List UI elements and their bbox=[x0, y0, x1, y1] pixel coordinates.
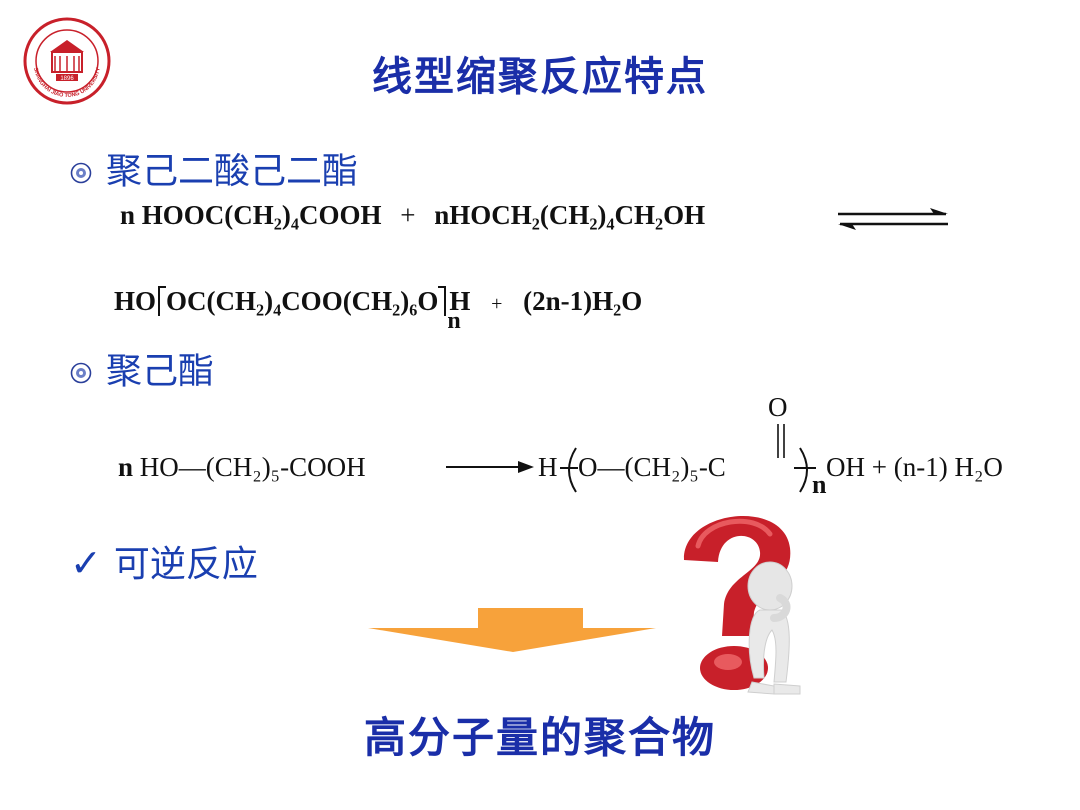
page-title: 线型缩聚反应特点 bbox=[372, 54, 708, 100]
check-item: ✓ 可逆反应 bbox=[70, 535, 258, 587]
equation-2-reactant: n HO—(CH₂)₅-COOH bbox=[118, 452, 366, 483]
coef-n: n bbox=[434, 200, 450, 230]
down-arrow-icon bbox=[368, 608, 656, 652]
equation-2-product: H bbox=[538, 452, 558, 483]
university-seal-icon: 1896 SHANGHAI JIAO TONG UNIVERSITY bbox=[23, 17, 111, 105]
coef-n: n bbox=[118, 452, 134, 482]
coef-n: n bbox=[120, 200, 136, 230]
reaction-arrow-icon bbox=[446, 461, 534, 473]
equation-1-reactants: n HOOC(CH₂)₄COOH + nHOCH₂(CH₂)₄CH₂OH bbox=[120, 200, 705, 231]
byproduct-water: (2n-1)H₂O bbox=[523, 286, 643, 316]
conclusion-text: 高分子量的聚合物 bbox=[363, 713, 716, 762]
product-h: H bbox=[538, 452, 558, 482]
repeat-unit: O—(CH₂)₅-C bbox=[578, 452, 726, 483]
double-bond-icon bbox=[777, 424, 785, 458]
checkmark-icon: ✓ bbox=[70, 541, 102, 585]
check-item-text: 可逆反应 bbox=[113, 544, 258, 585]
bullet-text: 聚己二酸己二酯 bbox=[106, 151, 359, 192]
bullet-item: 聚己二酸己二酯 bbox=[70, 142, 358, 194]
product-start: HO bbox=[114, 286, 157, 316]
plus-sign: + bbox=[871, 452, 887, 482]
byproduct-water: (n-1) H₂O bbox=[893, 452, 1003, 482]
bullet-text: 聚己酯 bbox=[106, 351, 215, 392]
subscript-n: n bbox=[812, 470, 827, 499]
carbonyl-oxygen: O bbox=[768, 392, 788, 422]
product-oh: OH bbox=[826, 452, 865, 482]
bracket-right bbox=[438, 286, 447, 316]
reactant-hexanediol: HOCH₂(CH₂)₄CH₂OH bbox=[449, 200, 706, 230]
bullet-item: 聚己酯 bbox=[70, 342, 214, 394]
bullet-seal-icon bbox=[70, 362, 92, 384]
subscript-n: n bbox=[447, 308, 461, 334]
plus-sign: + bbox=[400, 200, 416, 230]
logo-year: 1896 bbox=[60, 76, 74, 82]
bullet-seal-icon bbox=[70, 162, 92, 184]
reactant-adipic-acid: HOOC(CH₂)₄COOH bbox=[141, 200, 382, 230]
repeat-unit: OC(CH₂)₄COO(CH₂)₆O bbox=[166, 286, 439, 316]
paren-right bbox=[794, 447, 816, 493]
paren-left bbox=[560, 447, 578, 493]
thinking-figure-question-icon bbox=[674, 500, 824, 710]
equilibrium-arrow-icon bbox=[838, 208, 948, 230]
repeat-unit-chain: O—(CH₂)₅-C bbox=[578, 452, 726, 482]
bracket-left bbox=[158, 286, 167, 316]
product-end: H bbox=[449, 286, 471, 316]
equation-2-tail: OH + (n-1) H₂O bbox=[826, 452, 1003, 483]
reactant-hydroxy-acid: HO—(CH₂)₅-COOH bbox=[139, 452, 366, 482]
plus-sign: + bbox=[491, 293, 503, 315]
